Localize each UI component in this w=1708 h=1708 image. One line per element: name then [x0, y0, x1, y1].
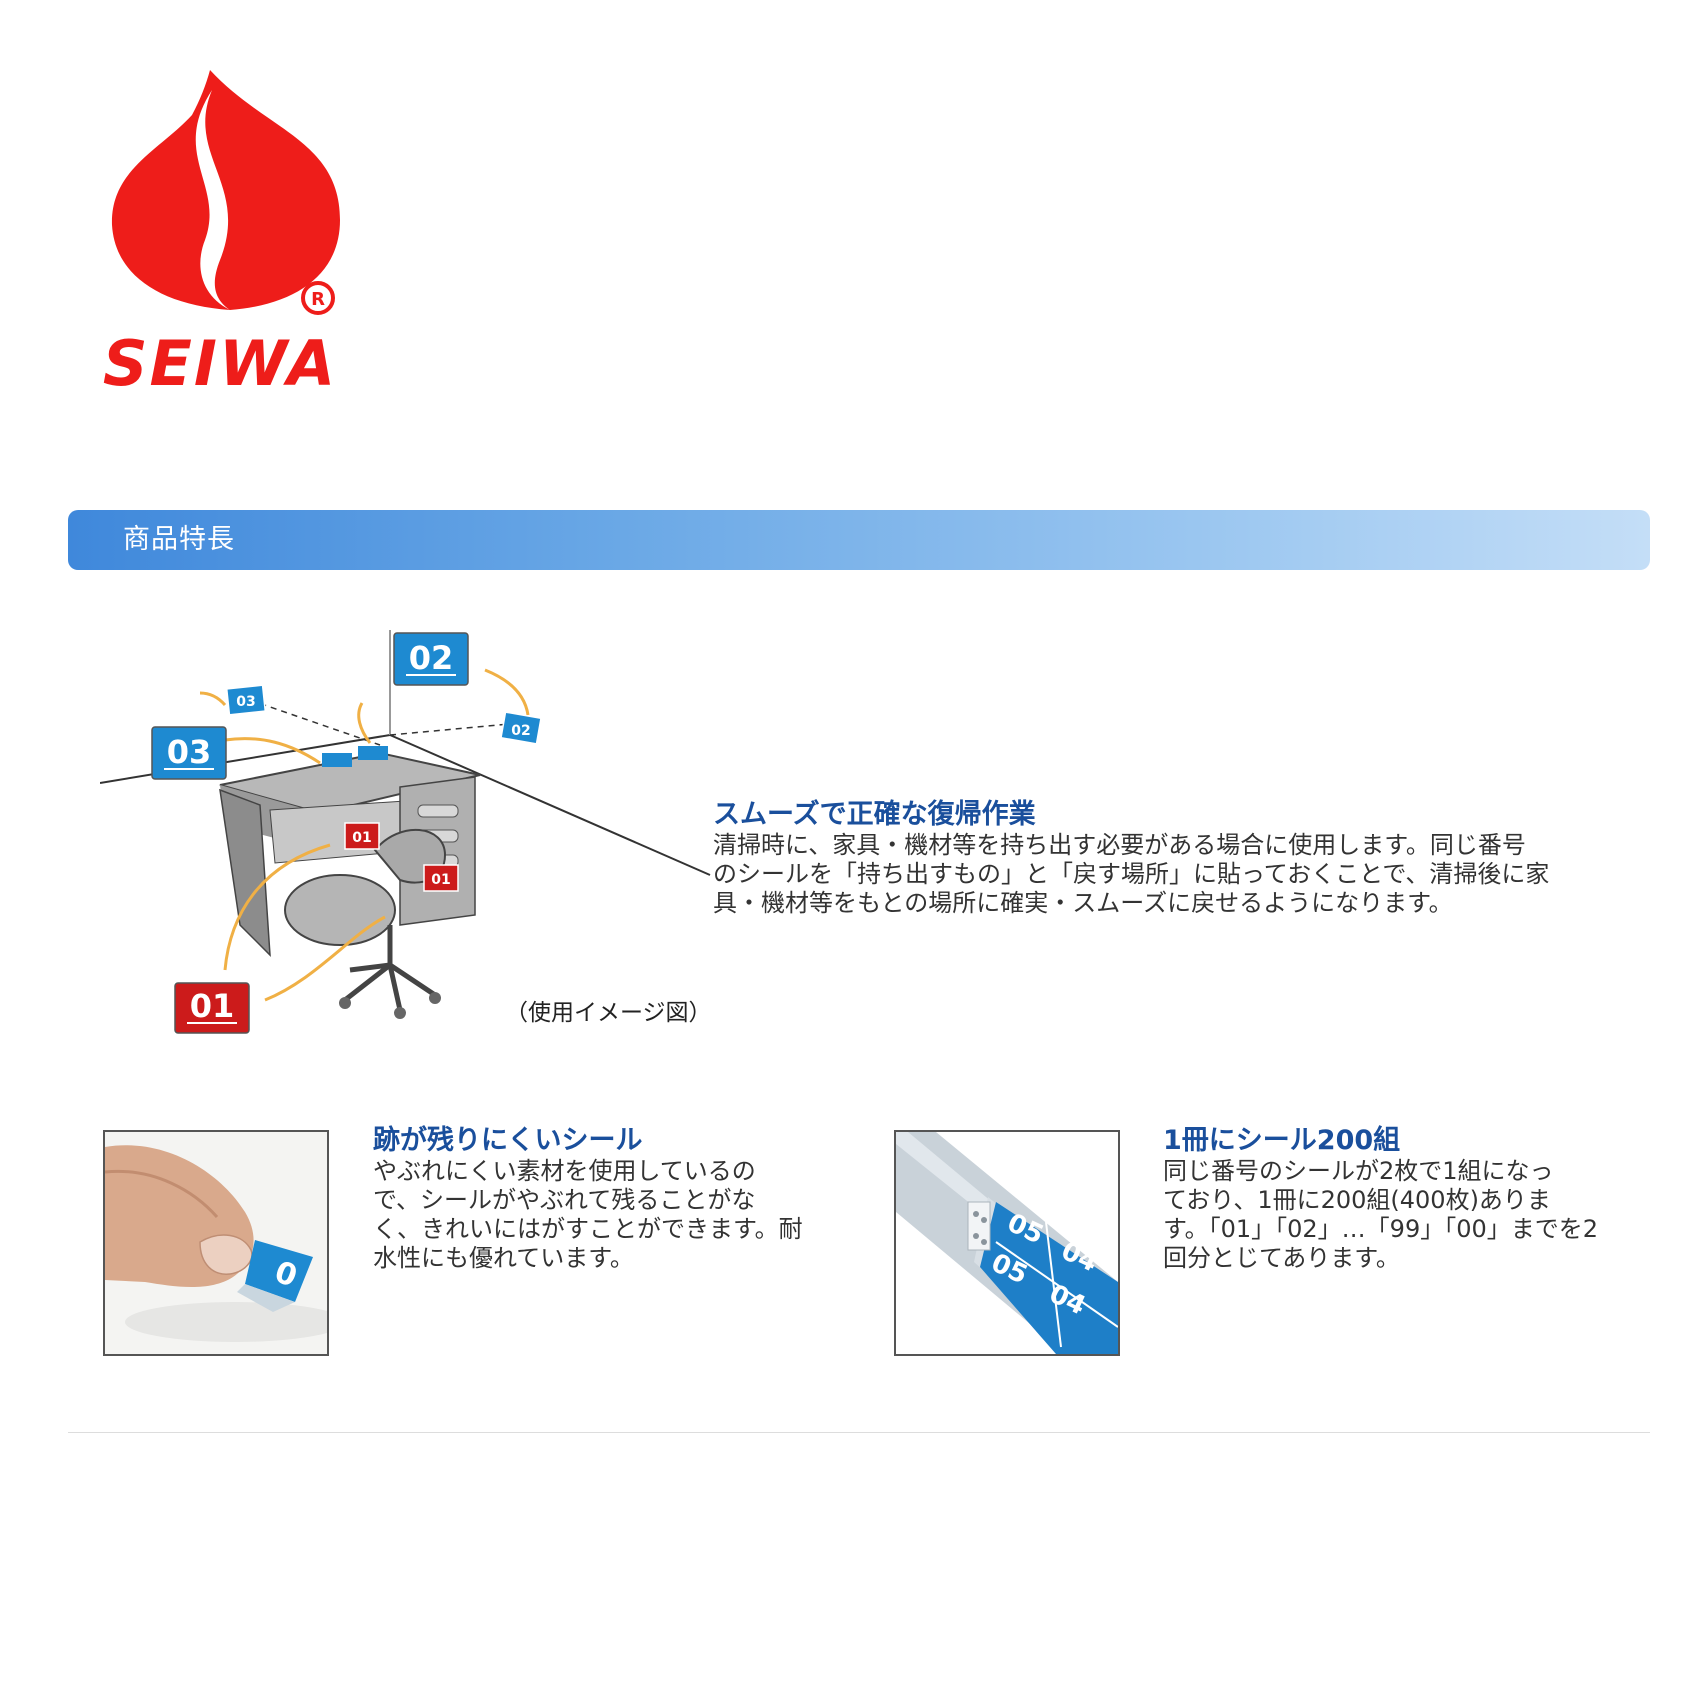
seiwa-flame-mark: R SEIWA	[103, 70, 340, 400]
svg-text:03: 03	[167, 733, 212, 771]
brand-name: SEIWA	[103, 327, 337, 400]
seiwa-logo: R SEIWA	[100, 60, 350, 400]
feature-body-no-residue: やぶれにくい素材を使用しているの で、シールがやぶれて残ることがな く、きれいに…	[373, 1157, 803, 1272]
feature-body-smooth-restore: 清掃時に、家具・機材等を持ち出す必要がある場合に使用します。同じ番号 のシールを…	[713, 831, 1550, 917]
feature-title-no-residue: 跡が残りにくいシール	[373, 1125, 643, 1156]
section-header-bar	[68, 510, 1650, 570]
usage-scene-illustration: 03 02 01 01 02 03 01	[99, 625, 720, 1045]
tag-03-small: 03	[225, 684, 267, 716]
label-book-photo: 05 04 05 04	[894, 1130, 1120, 1356]
feature-title-200-sets: 1冊にシール200組	[1163, 1125, 1401, 1156]
svg-text:01: 01	[190, 987, 235, 1025]
svg-text:01: 01	[431, 872, 450, 888]
tag-02-large: 02	[393, 632, 469, 686]
svg-text:02: 02	[409, 639, 454, 677]
registered-mark: R	[311, 289, 325, 310]
scene-caption: （使用イメージ図）	[505, 1000, 712, 1026]
bottom-divider	[68, 1432, 1650, 1433]
tag-02-small: 02	[500, 711, 542, 745]
tag-01-chair: 01	[423, 864, 459, 892]
feature-body-200-sets: 同じ番号のシールが2枚で1組になっ ており、1冊に200組(400枚)ありま す…	[1163, 1157, 1599, 1272]
section-title: 商品特長	[123, 524, 235, 555]
svg-text:01: 01	[352, 830, 371, 846]
tag-01-large: 01	[174, 982, 250, 1034]
tag-03-large: 03	[151, 726, 227, 780]
tag-01-desk: 01	[344, 822, 380, 850]
office-desk-illustration: 03 02 01 01 02 03 01	[99, 630, 711, 1034]
peel-label-photo: 0	[103, 1130, 329, 1356]
feature-title-smooth-restore: スムーズで正確な復帰作業	[713, 799, 1036, 830]
svg-text:03: 03	[236, 694, 255, 710]
svg-text:02: 02	[511, 723, 530, 739]
